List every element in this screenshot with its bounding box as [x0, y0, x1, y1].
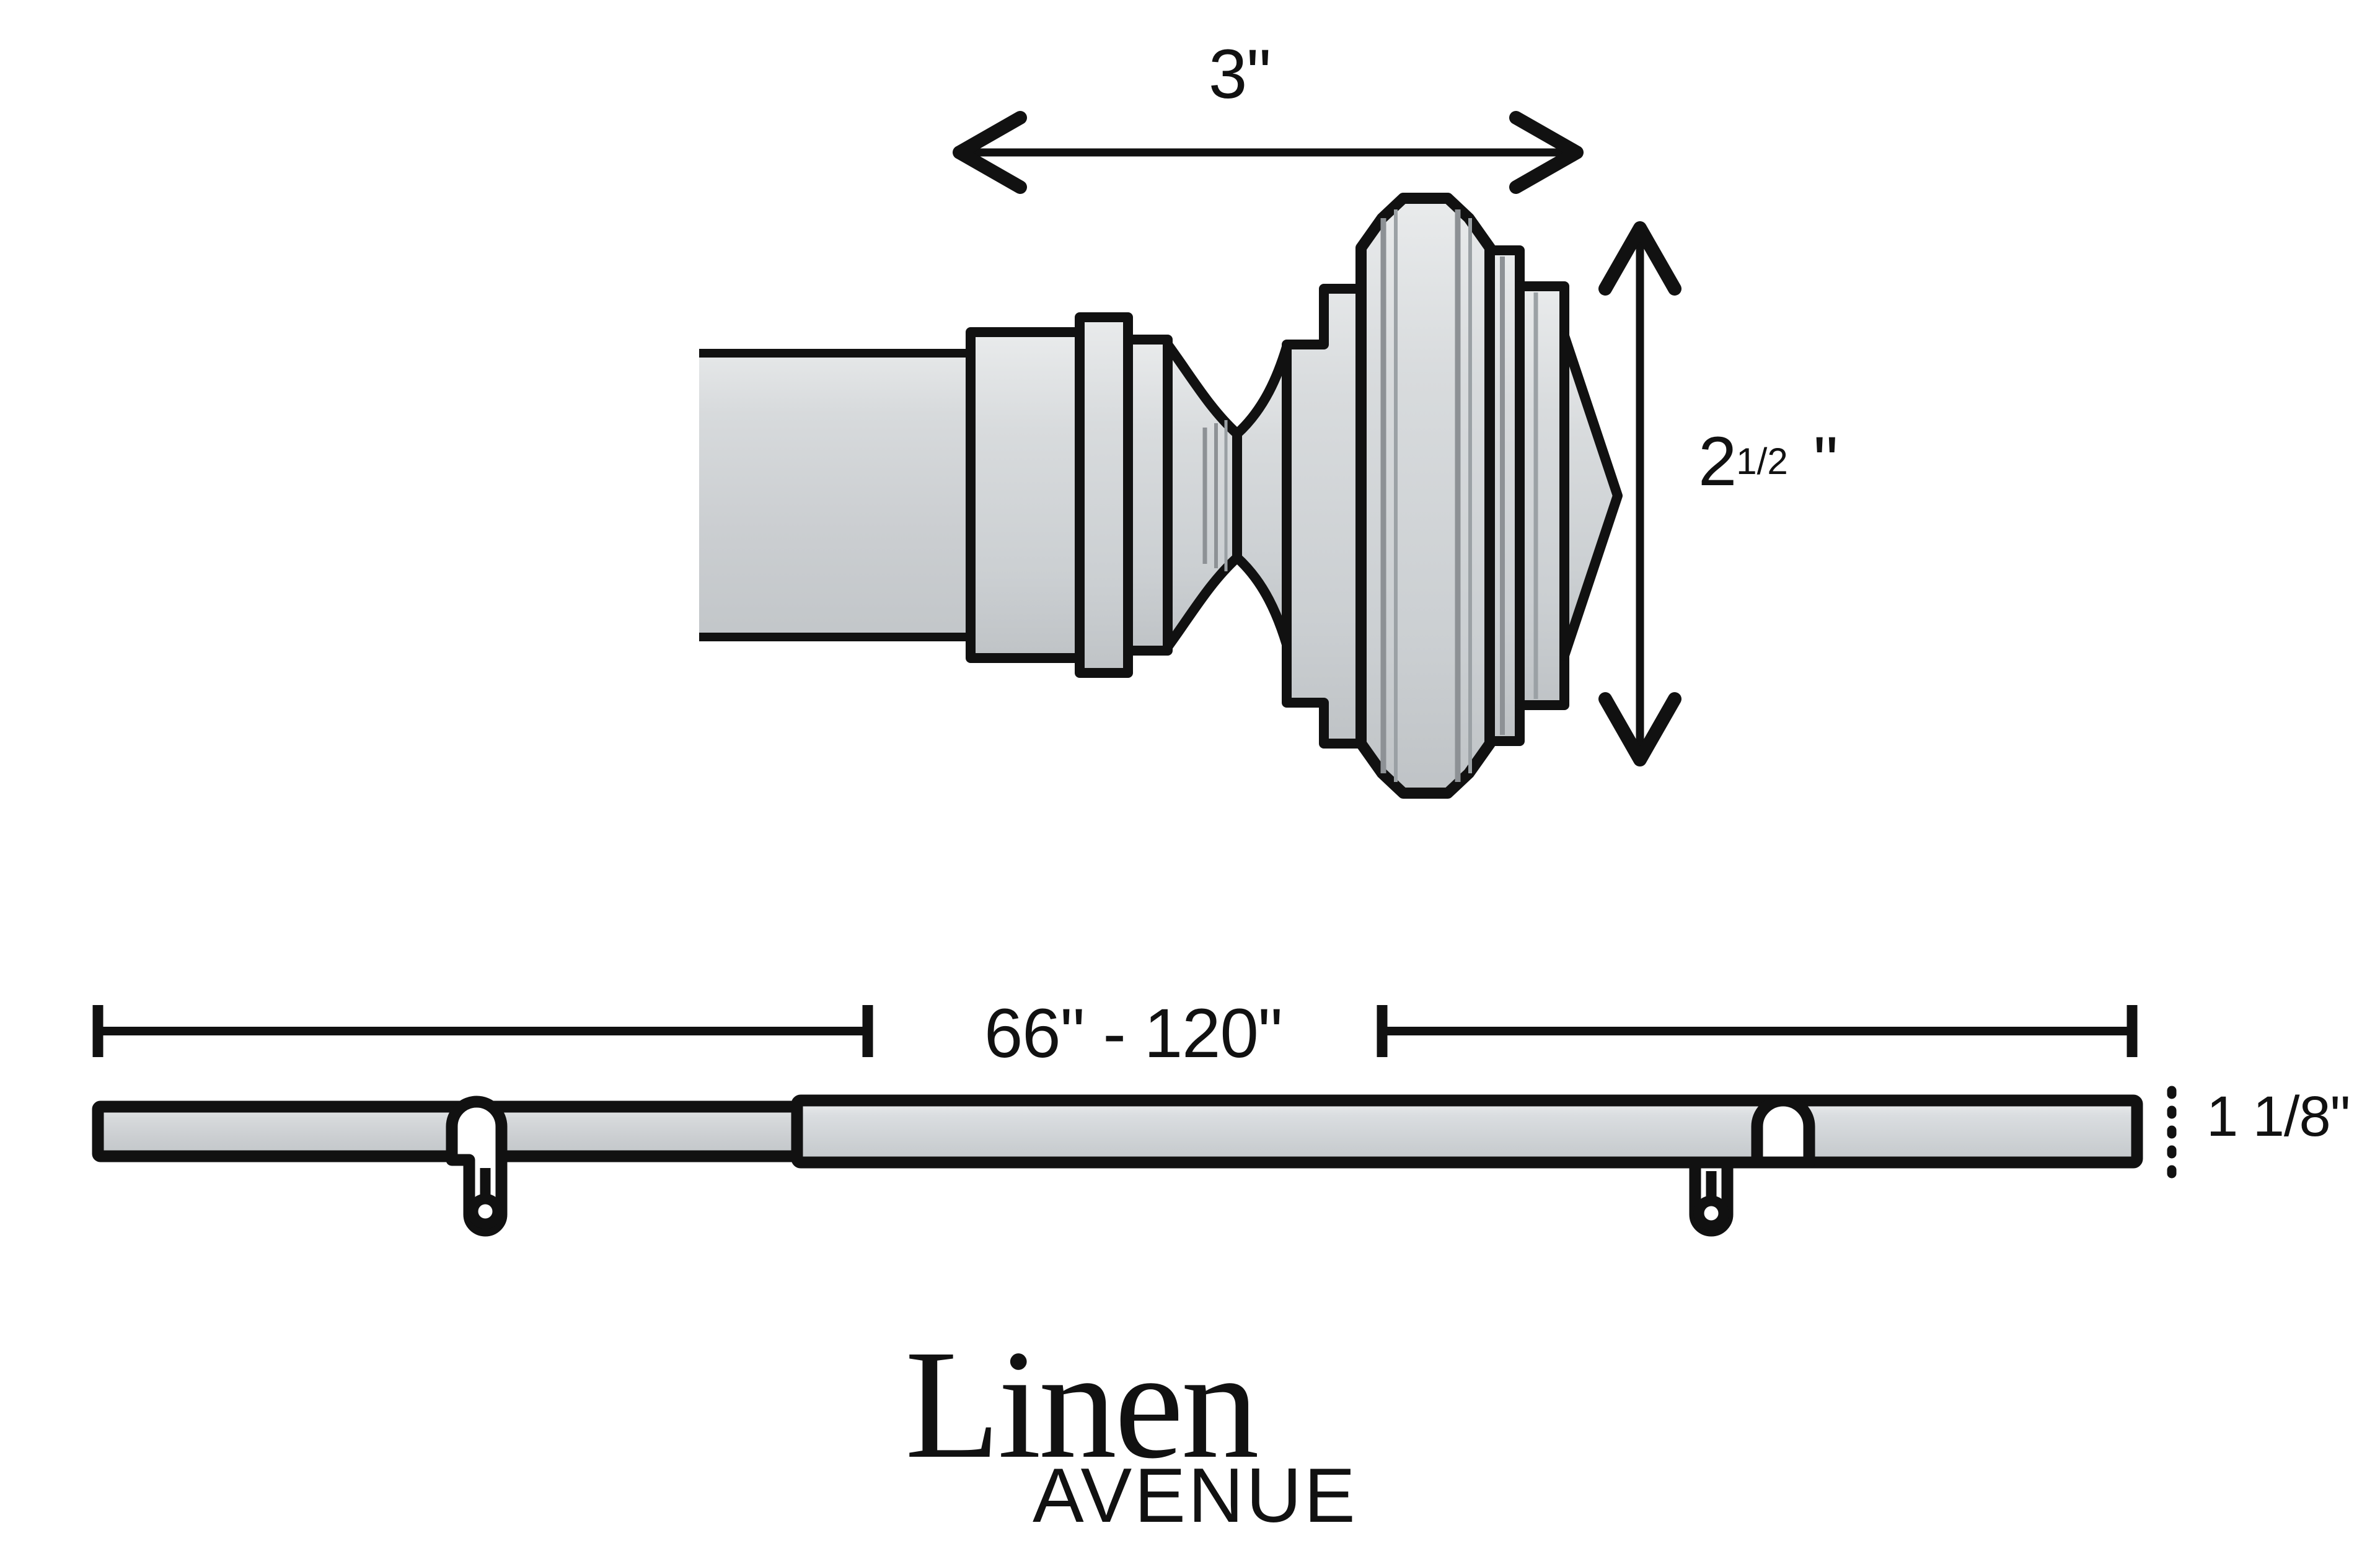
left-mounting-hook	[446, 1096, 508, 1237]
rod-stub	[699, 349, 977, 641]
rod-outer-tube	[791, 1094, 2143, 1169]
rod-length-label: 66" - 120"	[984, 995, 1282, 1072]
brand-logo-secondary: AVENUE	[1033, 1453, 1358, 1539]
width-dimension-arrow	[953, 111, 1584, 194]
finial-profile	[966, 193, 1623, 799]
finial-height-whole: 2	[1698, 423, 1737, 500]
finial-height-fraction: 1/2	[1736, 441, 1788, 482]
brand-logo-primary: Linen	[905, 1317, 1259, 1491]
height-dimension-arrow	[1598, 221, 1681, 766]
length-dimension-line	[92, 1005, 2138, 1057]
finial-height-label: 21/2 "	[1698, 421, 1838, 501]
finial-height-unit: "	[1813, 423, 1838, 500]
right-mounting-hook	[1689, 1094, 1815, 1237]
rod-diameter-label: 1 1/8"	[2206, 1085, 2350, 1148]
finial-width-label: 3"	[1209, 35, 1271, 113]
brand-logo: Linen AVENUE	[905, 1317, 1388, 1534]
